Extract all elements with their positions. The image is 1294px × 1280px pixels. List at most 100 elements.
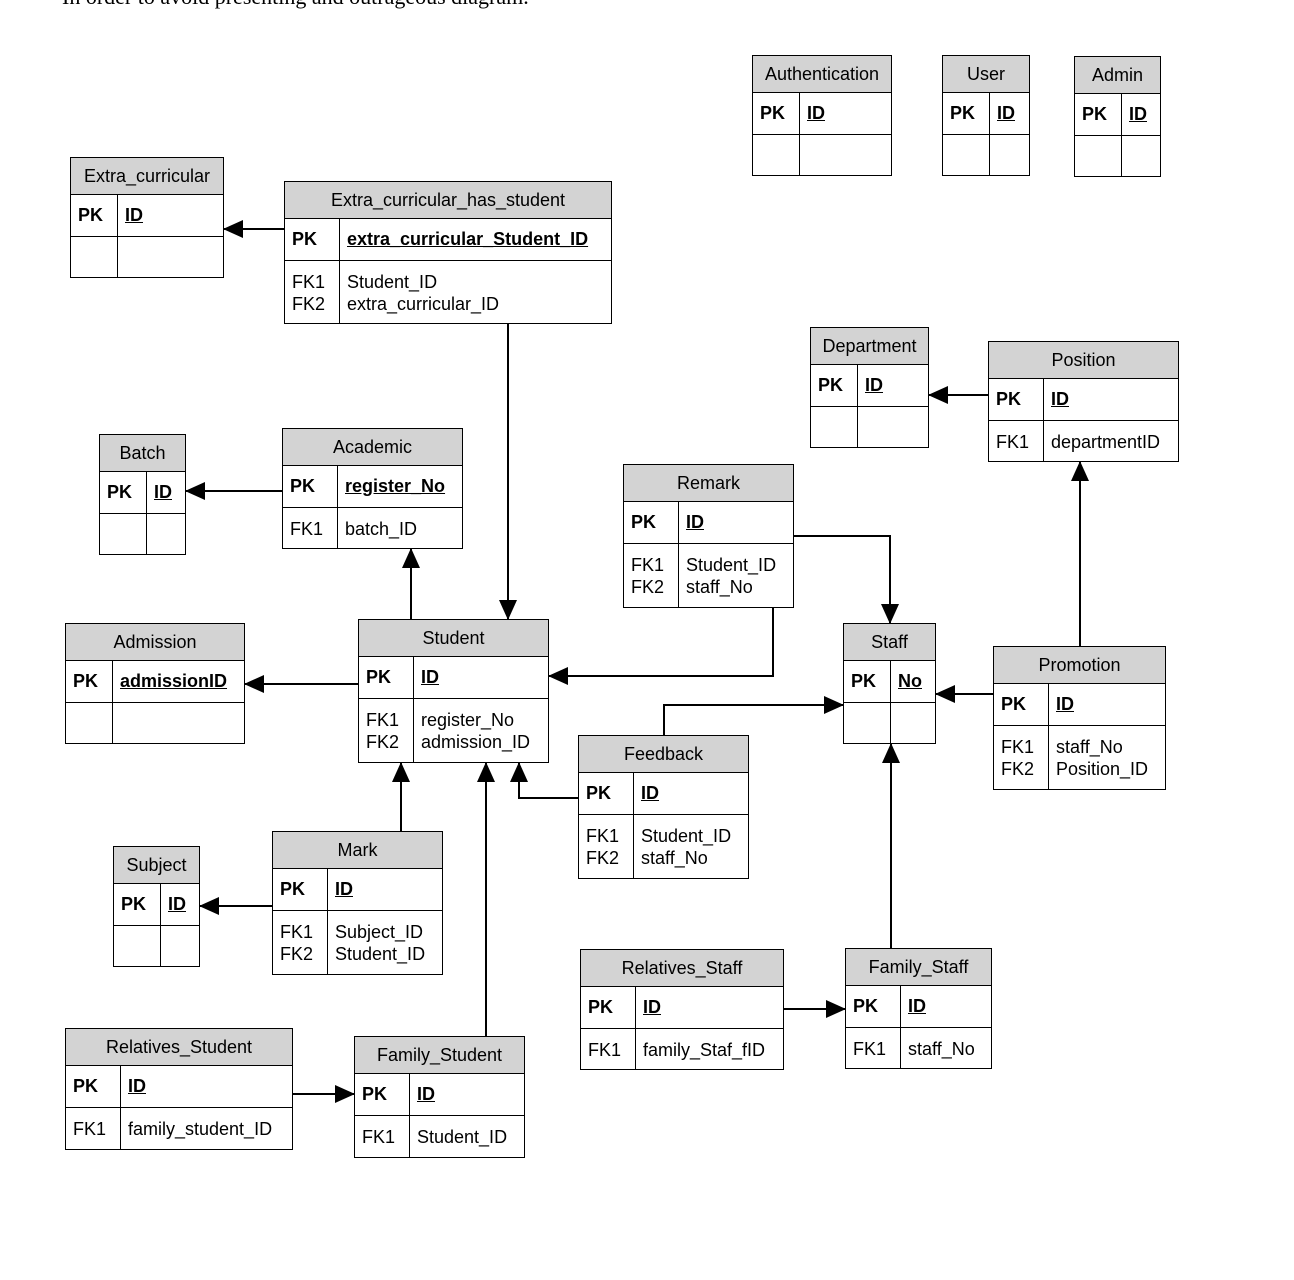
fk-field: Student_ID (686, 555, 777, 575)
fk-key-label: FK1 (366, 710, 400, 730)
foreign-key-row: FK1 family_Staf_fID (581, 1028, 783, 1069)
primary-key-field: admissionID (120, 671, 228, 691)
fk-key-label: FK1 (1001, 737, 1035, 757)
fk-fields: family_Staf_fID (636, 1029, 765, 1069)
entity-title: Batch (100, 435, 185, 472)
pk-label: PK (114, 884, 161, 925)
fk-labels (71, 237, 118, 277)
relationship-remark-to-staff (794, 535, 899, 624)
fk-labels: FK1 (355, 1116, 410, 1157)
primary-key-row: PK ID (811, 365, 928, 406)
fk-field: register_No (421, 710, 515, 730)
fk-key-label: FK1 (588, 1040, 622, 1060)
foreign-key-row (66, 702, 244, 743)
fk-field: Student_ID (641, 826, 732, 846)
fk-key-label: FK1 (362, 1127, 396, 1147)
fk-fields (1122, 136, 1129, 176)
fk-labels (811, 407, 858, 447)
fk-fields: family_student_ID (121, 1108, 272, 1149)
fk-fields (990, 135, 997, 175)
primary-key-field: ID (168, 894, 186, 914)
fk-labels: FK1 (846, 1028, 901, 1068)
fk-labels: FK1 (989, 421, 1044, 461)
fk-key-label: FK2 (631, 577, 665, 597)
primary-key-field: ID (643, 997, 661, 1017)
primary-key-field: ID (865, 375, 883, 395)
foreign-key-row (71, 236, 223, 277)
pk-label: PK (846, 986, 901, 1027)
caption-text: In order to avoid presenting and outrage… (62, 0, 529, 10)
fk-field: staff_No (1056, 737, 1123, 757)
fk-labels (943, 135, 990, 175)
fk-labels (100, 514, 147, 554)
fk-labels (753, 135, 800, 175)
foreign-key-row (943, 134, 1029, 175)
fk-field: Subject_ID (335, 922, 424, 942)
fk-key-label: FK1 (280, 922, 314, 942)
entity-title: Relatives_Student (66, 1029, 292, 1066)
fk-fields (891, 703, 898, 743)
pk-label: PK (844, 661, 891, 702)
primary-key-row: PK ID (943, 93, 1029, 134)
primary-key-row: PK ID (114, 884, 199, 925)
pk-label: PK (66, 661, 113, 702)
fk-fields: staff_No (901, 1028, 975, 1068)
primary-key-field: No (898, 671, 922, 691)
pk-label: PK (943, 93, 990, 134)
fk-key-label: FK1 (290, 519, 324, 539)
fk-field: Student_ID (417, 1127, 508, 1147)
fk-fields (858, 407, 865, 447)
fk-labels (114, 926, 161, 966)
entity-title: Admin (1075, 57, 1160, 94)
primary-key-field: ID (128, 1076, 146, 1096)
primary-key-row: PK admissionID (66, 661, 244, 702)
fk-field: extra_curricular_ID (347, 294, 500, 314)
pk-label: PK (355, 1074, 410, 1115)
fk-field: Position_ID (1056, 759, 1149, 779)
fk-key-label: FK2 (280, 944, 314, 964)
pk-label: PK (579, 773, 634, 814)
entity-title: Feedback (579, 736, 748, 773)
pk-label: PK (359, 657, 414, 698)
foreign-key-row: FK1 family_student_ID (66, 1107, 292, 1149)
entity-title: Position (989, 342, 1178, 379)
pk-label: PK (811, 365, 858, 406)
pk-label: PK (283, 466, 338, 507)
primary-key-field: ID (997, 103, 1015, 123)
fk-field: family_Staf_fID (643, 1040, 766, 1060)
pk-label: PK (753, 93, 800, 134)
pk-label: PK (624, 502, 679, 543)
fk-key-label: FK1 (73, 1119, 107, 1139)
primary-key-field: ID (1056, 694, 1074, 714)
foreign-key-row: FK1 Student_ID (355, 1115, 524, 1157)
foreign-key-row (114, 925, 199, 966)
